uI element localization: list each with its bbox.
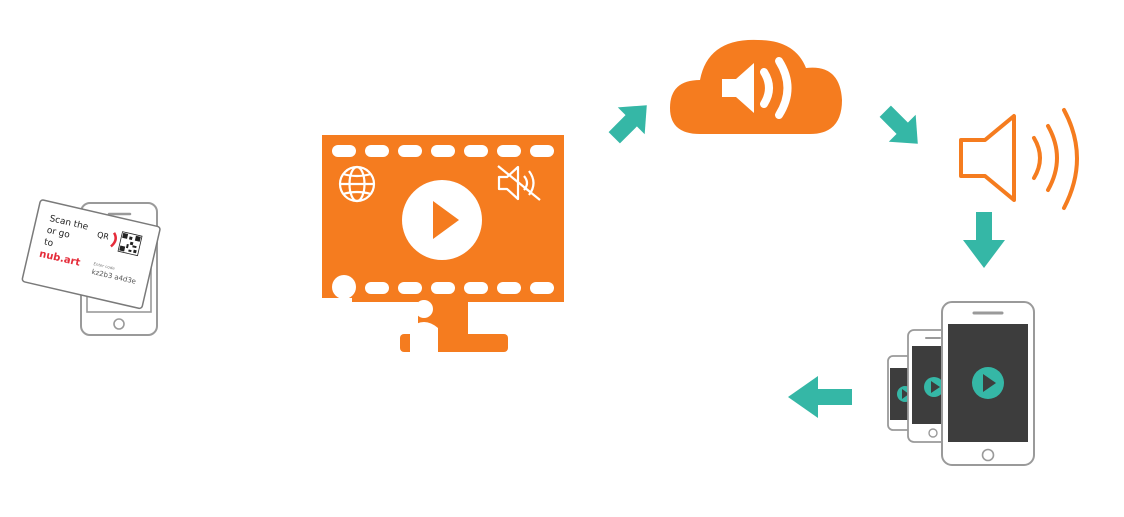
arrow-icon [963, 212, 1005, 268]
film-perforations-top [332, 145, 554, 157]
arrow-icon [608, 105, 647, 144]
phone-front [941, 301, 1035, 466]
film-perforations-bottom [365, 282, 554, 294]
qr-code-icon [117, 231, 143, 257]
multiple-phones-play-icon [887, 301, 1035, 466]
video-monitor-icon [322, 135, 564, 352]
cloud-audio-icon [670, 39, 842, 135]
play-icon [402, 180, 482, 260]
speaker-sound-icon [959, 108, 1079, 210]
card-text-to: to [43, 237, 55, 249]
card-qr-label: QR [96, 230, 110, 242]
card-code-caption: Enter code [93, 261, 116, 271]
arrow-icon [788, 376, 852, 418]
phone-with-qr-card-icon: Scan the or go to nub.art QR Enter code … [21, 199, 161, 336]
person-icon [322, 275, 438, 352]
speaker-muted-icon [497, 165, 541, 201]
card-red-mark [110, 232, 117, 248]
arrow-icon [879, 105, 918, 144]
globe-icon [338, 165, 376, 203]
